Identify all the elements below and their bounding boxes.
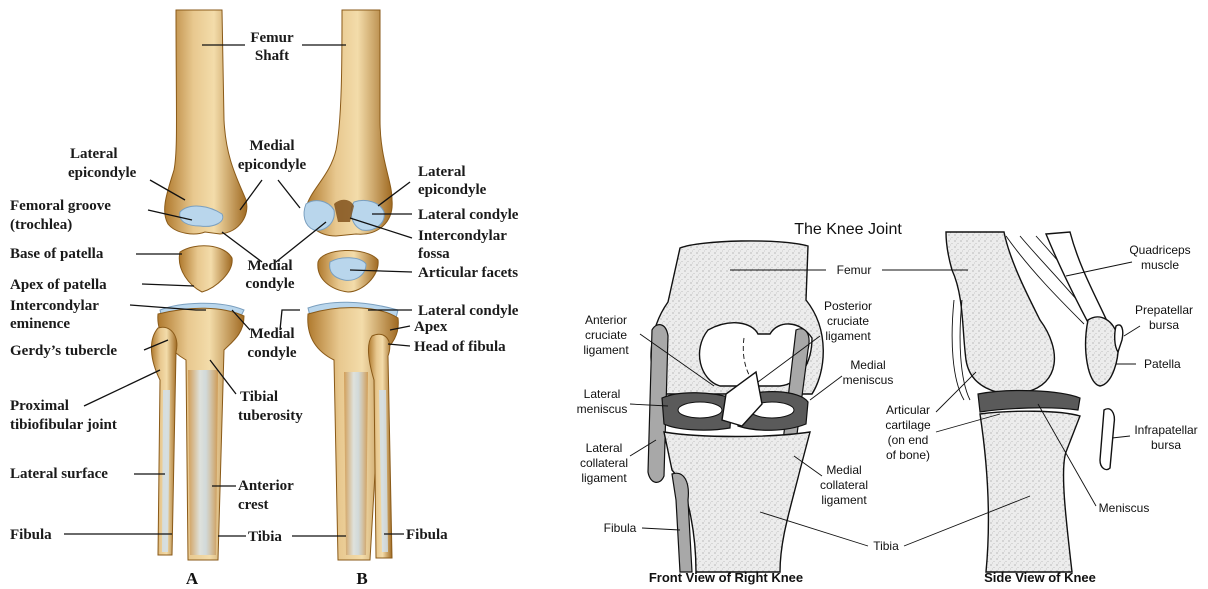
label-intercondylar-fossa: Intercondylar — [418, 228, 507, 244]
label-medial-collateral-line3: ligament — [821, 493, 867, 507]
label-posterior-cruciate-line3: ligament — [825, 329, 871, 343]
label-articular-cartilage: Articular — [886, 403, 930, 417]
label-patella: Patella — [1144, 357, 1181, 371]
label-prepatellar-bursa-line2: bursa — [1149, 318, 1179, 332]
label-fibula: Fibula — [604, 521, 637, 535]
label-medial-condyle-upper: Medial — [248, 258, 293, 274]
label-lateral-epicondyle-b: Lateral — [418, 164, 465, 180]
label-fibula-b: Fibula — [406, 527, 448, 543]
left-labels: Femur Shaft Lateral epicondyle Medial ep… — [10, 30, 519, 588]
label-medial-collateral-line2: collateral — [820, 478, 868, 492]
label-anterior-crest-line2: crest — [238, 497, 269, 513]
label-medial-collateral: Medial — [826, 463, 861, 477]
label-infrapatellar-bursa: Infrapatellar — [1134, 423, 1197, 437]
label-tibial-tuberosity: Tibial — [240, 389, 278, 405]
label-gerdys-tubercle: Gerdy’s tubercle — [10, 343, 117, 359]
panel-label-b: B — [356, 569, 367, 588]
drawing-title: The Knee Joint — [794, 221, 902, 238]
label-meniscus: Meniscus — [1099, 501, 1150, 515]
label-intercondylar-fossa-line2: fossa — [418, 246, 450, 262]
label-articular-cartilage-line3: (on end — [888, 433, 929, 447]
label-articular-cartilage-line4: of bone) — [886, 448, 930, 462]
label-medial-meniscus-line2: meniscus — [843, 373, 894, 387]
label-femoral-groove: Femoral groove — [10, 198, 111, 214]
label-intercondylar-eminence-line2: eminence — [10, 316, 70, 332]
view-b-bones — [304, 10, 398, 560]
label-posterior-cruciate-line2: cruciate — [827, 314, 869, 328]
caption-front-view: Front View of Right Knee — [649, 570, 803, 585]
label-quadriceps-muscle: Quadriceps — [1129, 243, 1190, 257]
label-infrapatellar-bursa-line2: bursa — [1151, 438, 1181, 452]
label-articular-cartilage-line2: cartilage — [885, 418, 931, 432]
anatomy-illustration: Femur Shaft Lateral epicondyle Medial ep… — [10, 10, 519, 588]
label-apex-of-patella: Apex of patella — [10, 277, 107, 293]
label-anterior-crest: Anterior — [238, 478, 294, 494]
label-femur-shaft-line2: Shaft — [255, 48, 289, 64]
label-articular-facets: Articular facets — [418, 265, 518, 281]
label-femur: Femur — [837, 263, 872, 277]
label-lateral-meniscus-line2: meniscus — [577, 402, 628, 416]
label-head-of-fibula: Head of fibula — [414, 339, 506, 355]
label-fibula-a: Fibula — [10, 527, 52, 543]
label-posterior-cruciate: Posterior — [824, 299, 872, 313]
label-lateral-epicondyle-a: Lateral — [70, 146, 117, 162]
label-tibia: Tibia — [873, 539, 899, 553]
label-base-of-patella: Base of patella — [10, 246, 104, 262]
label-anterior-cruciate: Anterior — [585, 313, 627, 327]
label-medial-condyle-lower-line2: condyle — [247, 345, 297, 361]
label-femur-shaft: Femur — [250, 30, 294, 46]
label-proximal-tibiofibular-joint-line2: tibiofibular joint — [10, 417, 117, 433]
label-proximal-tibiofibular-joint: Proximal — [10, 398, 69, 414]
label-prepatellar-bursa: Prepatellar — [1135, 303, 1193, 317]
label-lateral-collateral-line2: collateral — [580, 456, 628, 470]
label-lateral-epicondyle-a-line2: epicondyle — [68, 165, 137, 181]
panel-label-a: A — [186, 569, 199, 588]
label-anterior-cruciate-line2: cruciate — [585, 328, 627, 342]
label-quadriceps-muscle-line2: muscle — [1141, 258, 1179, 272]
label-femoral-groove-line2: (trochlea) — [10, 217, 72, 233]
label-tibial-tuberosity-line2: tuberosity — [238, 408, 303, 424]
label-medial-condyle-upper-line2: condyle — [245, 276, 295, 292]
label-lateral-epicondyle-b-line2: epicondyle — [418, 182, 487, 198]
label-medial-epicondyle-line2: epicondyle — [238, 157, 307, 173]
label-intercondylar-eminence: Intercondylar — [10, 298, 99, 314]
label-anterior-cruciate-line3: ligament — [583, 343, 629, 357]
label-lateral-condyle-lower: Lateral condyle — [418, 303, 519, 319]
label-lateral-surface: Lateral surface — [10, 466, 108, 482]
knee-joint-drawing: The Knee Joint — [577, 221, 1198, 585]
label-lateral-condyle-upper: Lateral condyle — [418, 207, 519, 223]
label-medial-meniscus: Medial — [850, 358, 885, 372]
label-lateral-collateral: Lateral — [586, 441, 623, 455]
label-medial-condyle-lower: Medial — [250, 326, 295, 342]
caption-side-view: Side View of Knee — [984, 570, 1096, 585]
label-lateral-meniscus: Lateral — [584, 387, 621, 401]
front-view — [648, 241, 823, 572]
side-view — [946, 232, 1123, 572]
label-apex: Apex — [414, 319, 448, 335]
label-tibia: Tibia — [248, 529, 282, 545]
label-medial-epicondyle: Medial — [250, 138, 295, 154]
label-lateral-collateral-line3: ligament — [581, 471, 627, 485]
